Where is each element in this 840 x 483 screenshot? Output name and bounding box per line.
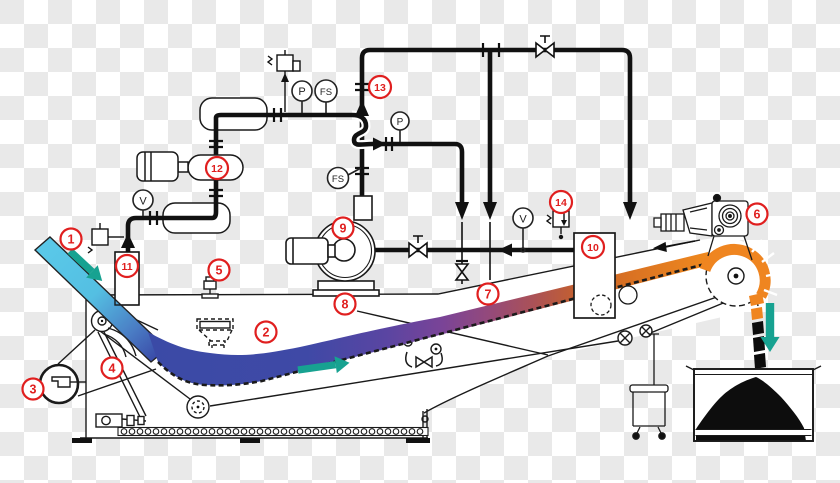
svg-text:9: 9: [340, 222, 347, 236]
svg-text:14: 14: [555, 197, 567, 209]
sample-cart: [629, 333, 669, 440]
valves: [408, 35, 555, 281]
part-label-1: 1: [59, 227, 83, 251]
pipe-flow-arrows: [121, 100, 637, 257]
svg-text:10: 10: [587, 242, 599, 254]
flow-switch: [326, 166, 362, 190]
instrument-letters: P FS P FS V V: [139, 86, 527, 226]
part-label-11: 11: [114, 253, 140, 279]
cake-pile: [696, 377, 806, 441]
part-labels: 1 2 3 4 5 6 7 8 9 10 11 12 13 14: [21, 74, 769, 401]
pipe-riser: [359, 47, 633, 204]
svg-text:3: 3: [30, 383, 37, 397]
pipe-feed: [125, 112, 352, 252]
perforated-roller: [186, 395, 210, 419]
svg-text:FS: FS: [320, 87, 332, 98]
vacuum-gauge: [512, 207, 534, 253]
belt-flow-arrow: [297, 356, 350, 374]
gate-valve-suction: [408, 235, 428, 259]
part-label-7: 7: [476, 282, 500, 306]
pressure-gauge: [291, 80, 313, 113]
part-label-3: 3: [21, 377, 45, 401]
rail-flow-arrow: [652, 240, 696, 253]
discharge-flow-arrow: [760, 303, 780, 352]
sludge-band: [148, 252, 712, 387]
svg-text:P: P: [298, 86, 305, 98]
sludge-wrap: [699, 244, 771, 299]
part-label-6: 6: [745, 202, 769, 226]
svg-text:1: 1: [68, 233, 75, 247]
svg-text:7: 7: [485, 288, 492, 302]
material-flow-arrows: [67, 248, 780, 374]
svg-text:V: V: [139, 196, 147, 208]
part-label-8: 8: [333, 292, 357, 316]
relief-valve-feed: [87, 223, 124, 254]
svg-text:13: 13: [374, 82, 386, 94]
chain-links: [120, 428, 424, 435]
discharge-end: [629, 193, 822, 442]
pipe-spray: [351, 112, 465, 204]
belt-dashed-line: [157, 262, 706, 387]
instruments: [132, 79, 534, 253]
part-label-10: 10: [580, 234, 606, 260]
pipe-flanges: [148, 43, 501, 225]
svg-text:P: P: [397, 117, 404, 128]
machine-foot: [406, 438, 430, 443]
tension-roller: [38, 363, 86, 405]
machine-foot: [72, 438, 92, 443]
svg-text:FS: FS: [332, 174, 344, 185]
cake-bin: [685, 365, 822, 442]
svg-text:6: 6: [754, 208, 761, 222]
pressure-gauge: [390, 111, 410, 142]
svg-text:5: 5: [216, 264, 223, 278]
part-label-9: 9: [331, 216, 355, 240]
machine-foot: [240, 438, 260, 443]
part-label-12: 12: [204, 155, 230, 181]
svg-text:V: V: [519, 214, 527, 226]
svg-text:4: 4: [109, 362, 116, 376]
relief-fittings: [87, 50, 570, 254]
falling-cake: [749, 293, 766, 369]
feed-chute: [33, 236, 169, 363]
gate-valve-header: [535, 35, 555, 59]
bottom-chain: [117, 426, 429, 437]
gate-valve-spray: [454, 259, 470, 281]
phantom-distributor: [196, 318, 234, 348]
part-label-14: 14: [548, 189, 574, 215]
svg-text:2: 2: [263, 326, 270, 340]
svg-text:12: 12: [211, 163, 223, 175]
part-label-5: 5: [207, 258, 231, 282]
vacuum-gauge: [132, 189, 154, 216]
feed-pump-12: [136, 151, 244, 182]
drive-motor: [653, 193, 753, 261]
piping: [125, 47, 633, 253]
belt-tensioner: [95, 413, 147, 428]
relief-valve-top: [266, 50, 301, 112]
part-label-4: 4: [100, 356, 124, 380]
svg-text:8: 8: [342, 298, 349, 312]
return-roller: [617, 324, 653, 346]
part-label-2: 2: [254, 320, 278, 344]
belt-system: [38, 298, 734, 437]
part-label-13: 13: [367, 74, 393, 100]
drain-valve: [405, 351, 443, 369]
chute-flow-arrow: [67, 248, 103, 282]
svg-text:11: 11: [121, 261, 132, 273]
flow-switch: [314, 79, 338, 113]
